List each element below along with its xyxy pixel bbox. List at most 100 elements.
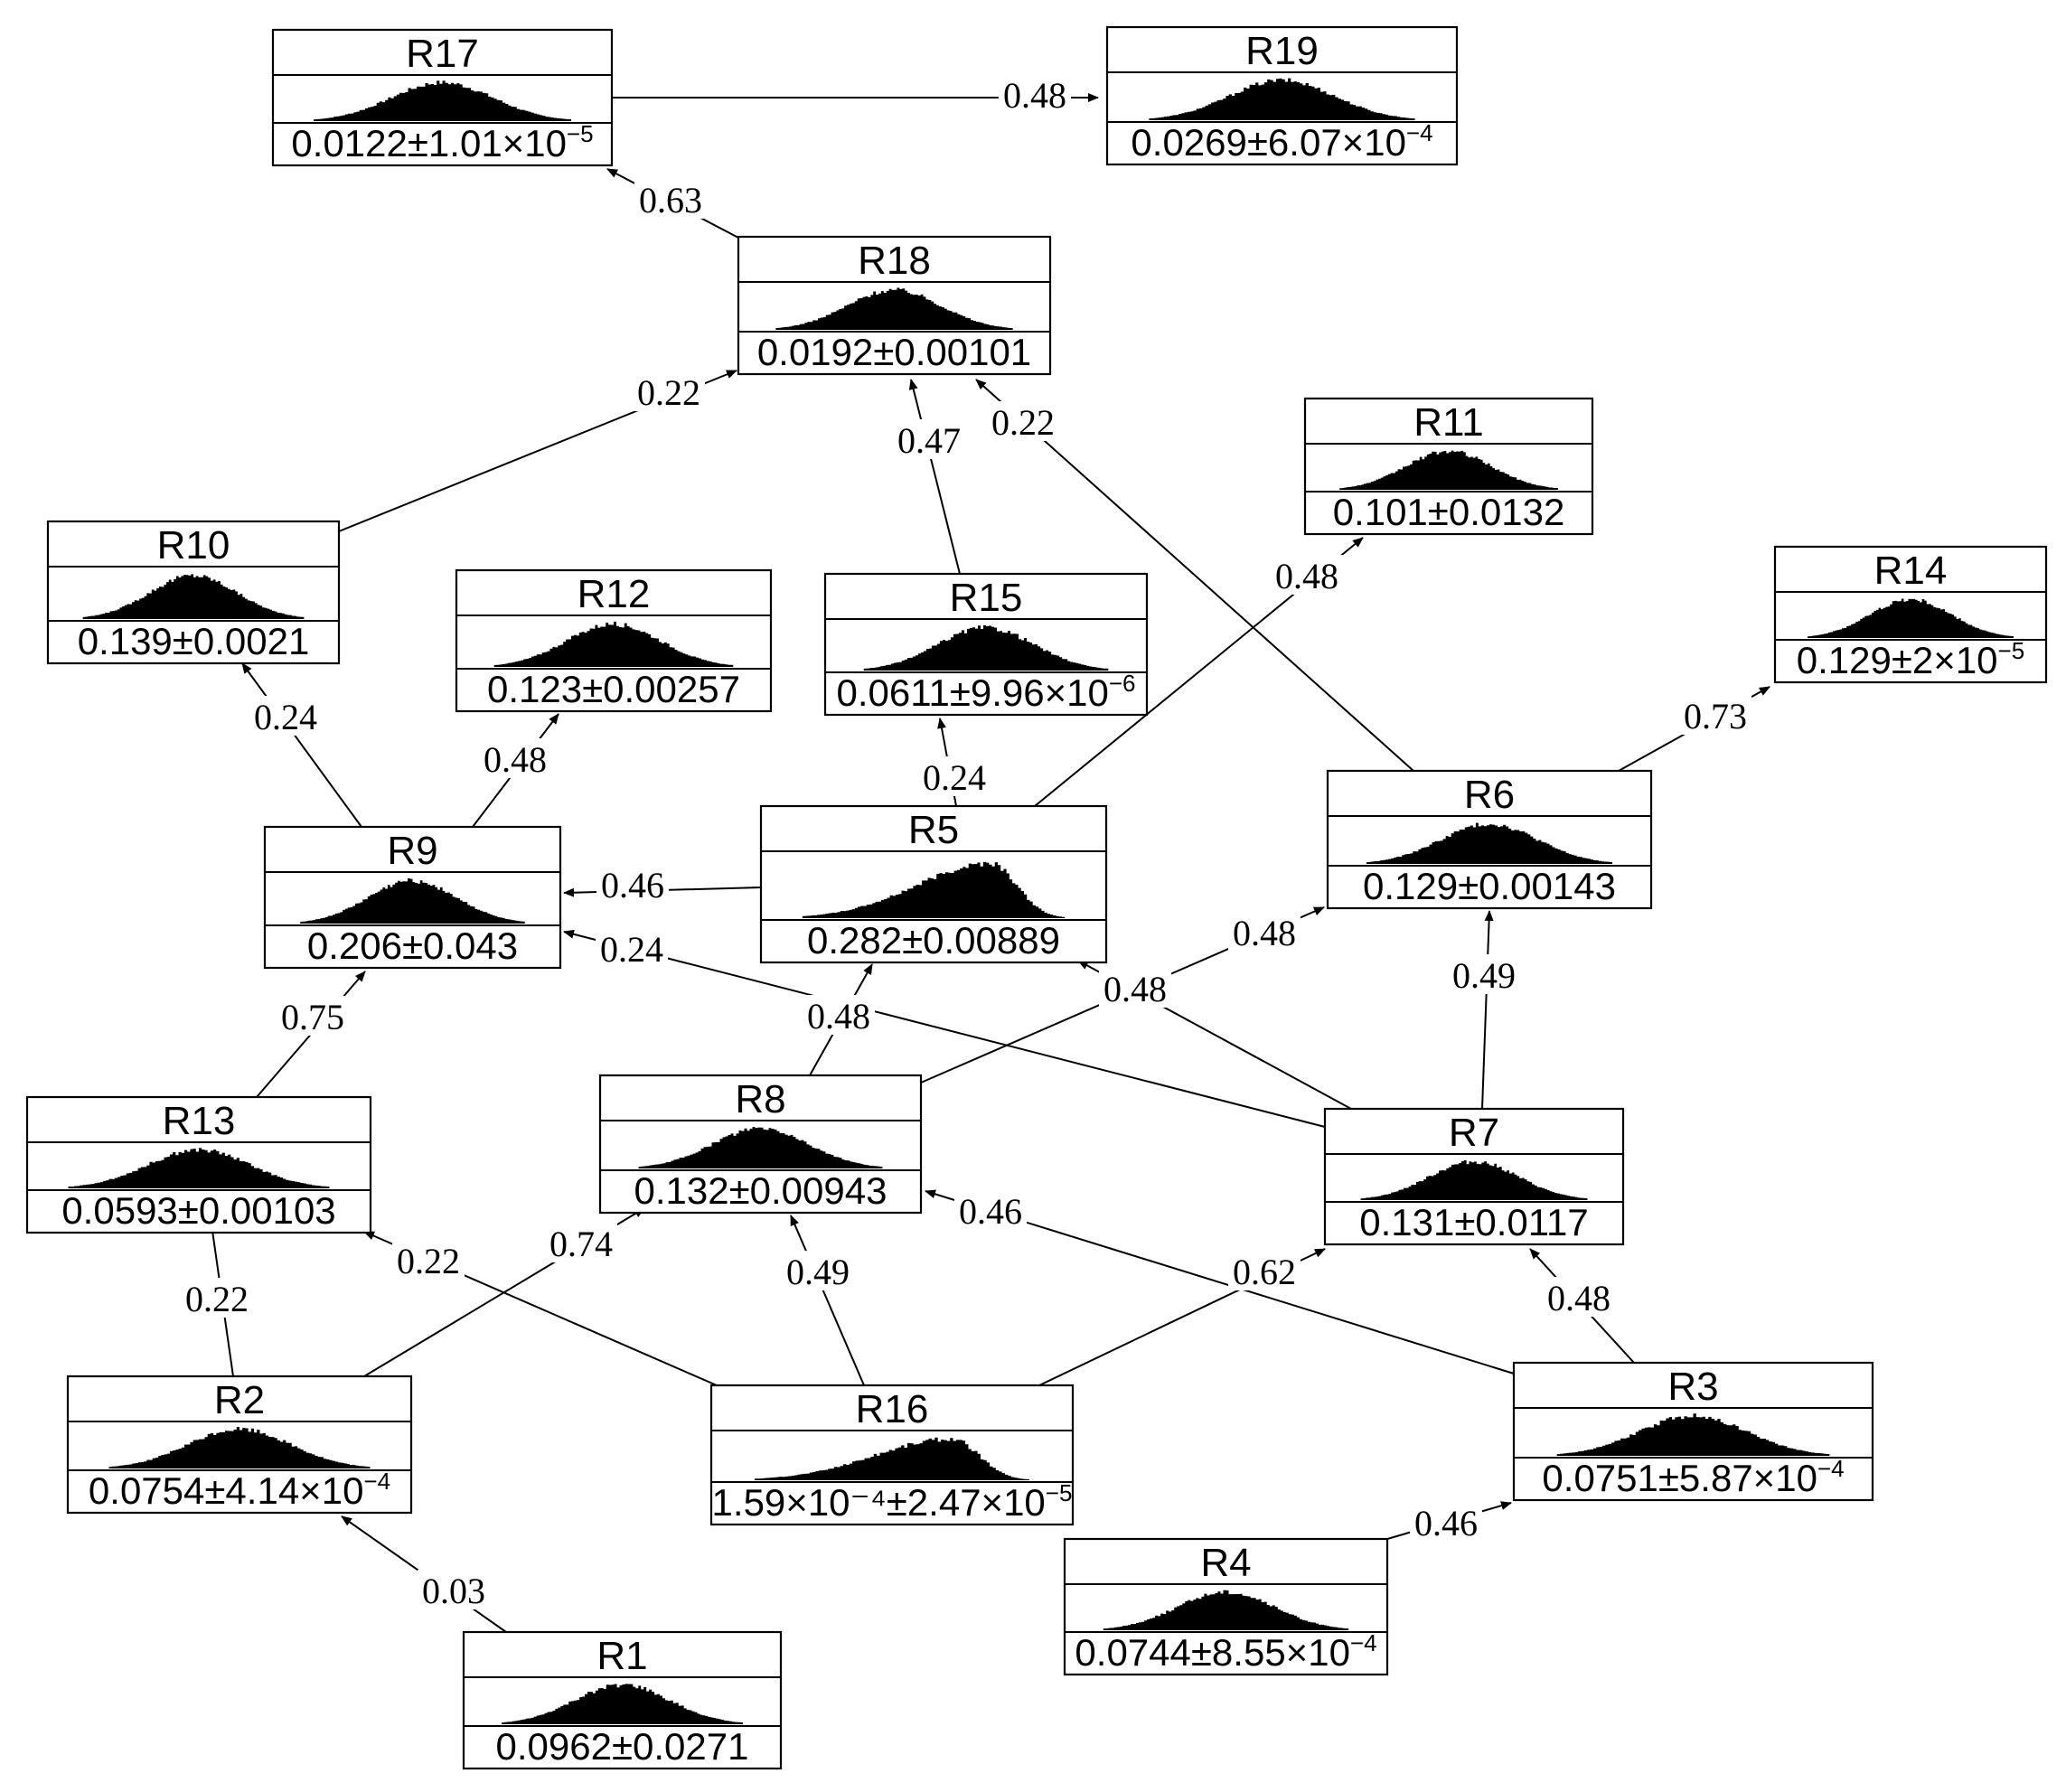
node-r18[interactable]: R18 0.0192±0.00101 xyxy=(737,235,1052,376)
node-value-text: 0.282±0.00889 xyxy=(807,919,1060,962)
node-value: 0.129±0.00143 xyxy=(1363,865,1616,907)
node-r5[interactable]: R5 0.282±0.00889 xyxy=(759,804,1108,964)
edge-weight-label: 0.22 xyxy=(633,371,705,413)
node-value: 0.0962±0.0271 xyxy=(496,1725,749,1768)
distribution-histogram xyxy=(1556,1413,1830,1456)
node-value-text: 0.129±0.00143 xyxy=(1363,865,1616,907)
node-r16[interactable]: R16 1.59×10⁻⁴±2.47×10−5 xyxy=(709,1384,1075,1526)
edge-weight-label: 0.47 xyxy=(893,419,965,461)
edge-weight-label: 0.49 xyxy=(1448,954,1520,996)
distribution-histogram xyxy=(108,1427,371,1468)
node-value-text: 1.59×10⁻⁴±2.47×10 xyxy=(712,1481,1046,1524)
node-value-text: 0.131±0.0117 xyxy=(1359,1201,1589,1243)
node-r1[interactable]: R1 0.0962±0.0271 xyxy=(462,1630,783,1770)
node-title: R18 xyxy=(858,239,931,283)
node-r8[interactable]: R80.132±0.00943 xyxy=(598,1074,923,1215)
node-value: 1.59×10⁻⁴±2.47×10−5 xyxy=(712,1479,1073,1524)
node-value: 0.206±0.043 xyxy=(307,924,518,967)
node-value: 0.0269±6.07×10−4 xyxy=(1131,119,1432,164)
edge-weight-label: 0.73 xyxy=(1679,695,1751,737)
node-value-text: 0.132±0.00943 xyxy=(634,1169,887,1212)
distribution-histogram xyxy=(863,624,1109,671)
distribution-histogram xyxy=(1360,1159,1588,1200)
node-value-text: 0.0269±6.07×10 xyxy=(1131,121,1406,164)
distribution-histogram xyxy=(502,1684,743,1724)
node-value: 0.131±0.0117 xyxy=(1359,1201,1589,1243)
node-r19[interactable]: R19 0.0269±6.07×10−4 xyxy=(1105,25,1459,166)
node-value-exponent: −5 xyxy=(567,120,594,147)
edge-weight-label: 0.63 xyxy=(634,179,707,220)
edge-weight-label: 0.48 xyxy=(803,995,875,1037)
node-value: 0.0611±9.96×10−6 xyxy=(836,670,1135,714)
node-r3[interactable]: R30.0751±5.87×10−4 xyxy=(1512,1361,1874,1502)
edge-weight-text: 0.24 xyxy=(600,929,663,970)
edge-weight-label: 0.46 xyxy=(596,864,669,905)
node-r6[interactable]: R60.129±0.00143 xyxy=(1326,769,1653,910)
node-value: 0.0122±1.01×10−5 xyxy=(291,120,593,164)
node-title: R1 xyxy=(596,1634,647,1678)
node-r11[interactable]: R11 0.101±0.0132 xyxy=(1303,397,1594,536)
node-value-text: 0.101±0.0132 xyxy=(1333,491,1565,533)
node-title: R5 xyxy=(908,808,959,852)
edge-weight-label: 0.48 xyxy=(999,74,1071,116)
edge-weight-text: 0.22 xyxy=(185,1279,249,1319)
edge-weight-label: 0.22 xyxy=(392,1240,465,1281)
edge-weight-label: 0.22 xyxy=(181,1278,253,1319)
edge-weight-text: 0.46 xyxy=(1414,1503,1478,1543)
edge-weight-label: 0.48 xyxy=(479,738,551,780)
distribution-histogram xyxy=(1103,1590,1349,1630)
edge-r7-to-r9 xyxy=(563,929,1326,1128)
node-value: 0.0744±8.55×10−4 xyxy=(1075,1629,1376,1674)
node-title: R9 xyxy=(387,829,437,873)
edge-r15-to-r18 xyxy=(908,379,961,575)
edge-weight-text: 0.24 xyxy=(923,757,986,798)
node-value-exponent: −4 xyxy=(363,1468,390,1495)
node-r12[interactable]: R12 0.123±0.00257 xyxy=(455,568,773,713)
node-value: 0.132±0.00943 xyxy=(634,1169,887,1212)
distribution-histogram xyxy=(1366,822,1613,864)
node-value: 0.123±0.00257 xyxy=(487,668,740,710)
node-title: R11 xyxy=(1413,400,1483,445)
node-title: R12 xyxy=(578,572,651,616)
node-value-text: 0.0192±0.00101 xyxy=(757,331,1031,373)
node-value-exponent: −5 xyxy=(1046,1479,1073,1506)
edge-weight-label: 0.62 xyxy=(1228,1251,1301,1292)
edge-weight-label: 0.24 xyxy=(596,928,668,970)
distribution-histogram xyxy=(1808,598,2014,638)
node-value-text: 0.0751±5.87×10 xyxy=(1542,1457,1817,1499)
edge-weight-label: 0.24 xyxy=(249,696,322,737)
distribution-histogram xyxy=(314,80,571,121)
nodes-layer: R170.0122±1.01×10−5R190.0269±6.07×10−4R1… xyxy=(25,25,2048,1770)
edge-weight-label: 0.46 xyxy=(954,1190,1027,1232)
edge-weight-text: 0.03 xyxy=(422,1571,485,1611)
node-value: 0.0593±0.00103 xyxy=(61,1189,335,1232)
edge-weight-label: 0.48 xyxy=(1228,912,1301,953)
edge-weight-label: 0.22 xyxy=(987,401,1059,443)
node-value-text: 0.129±2×10 xyxy=(1797,639,1998,681)
node-title: R3 xyxy=(1667,1365,1718,1409)
distribution-histogram xyxy=(82,574,305,619)
distribution-histogram xyxy=(802,861,1066,918)
node-value: 0.139±0.0021 xyxy=(78,620,310,662)
edge-r16-to-r8 xyxy=(790,1215,865,1386)
node-r2[interactable]: R20.0754±4.14×10−4 xyxy=(66,1374,413,1515)
edge-weight-text: 0.49 xyxy=(1452,955,1516,996)
edge-weight-label: 0.48 xyxy=(1271,555,1343,596)
node-r7[interactable]: R70.131±0.0117 xyxy=(1323,1107,1625,1246)
node-title: R16 xyxy=(856,1387,929,1431)
edge-weight-text: 0.48 xyxy=(484,739,547,780)
edge-weight-text: 0.48 xyxy=(1275,556,1338,596)
node-value-text: 0.0593±0.00103 xyxy=(61,1189,335,1232)
edge-weight-text: 0.48 xyxy=(1003,75,1066,116)
node-r9[interactable]: R9 0.206±0.043 xyxy=(263,825,562,970)
edge-weight-label: 0.48 xyxy=(1099,968,1171,1009)
node-title: R19 xyxy=(1245,29,1319,73)
node-r4[interactable]: R40.0744±8.55×10−4 xyxy=(1063,1537,1389,1676)
distribution-histogram xyxy=(68,1148,330,1188)
edge-weight-text: 0.22 xyxy=(397,1241,460,1281)
